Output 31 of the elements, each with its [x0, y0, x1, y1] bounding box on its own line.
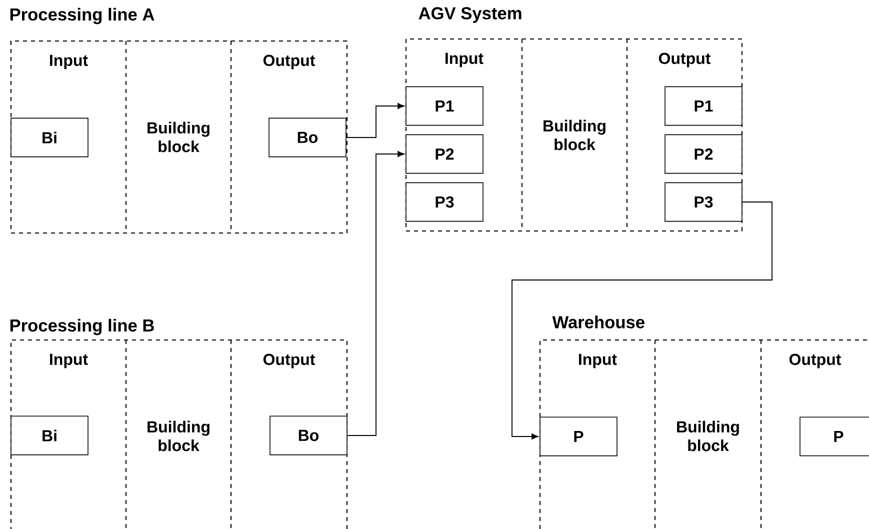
column-label: Building block	[148, 420, 210, 452]
column-header: Output	[658, 52, 711, 68]
port-box: P3	[406, 182, 484, 222]
port-box: P1	[664, 86, 742, 126]
arrow	[512, 202, 772, 440]
port-box: Bo	[268, 118, 346, 158]
port-box: Bo	[270, 416, 348, 456]
port-box: P	[540, 416, 618, 456]
port-box: P	[800, 416, 869, 456]
arrow	[346, 151, 404, 436]
box-title: Warehouse	[552, 316, 644, 328]
port-box: Bi	[10, 416, 88, 456]
box-title: AGV System	[418, 7, 522, 23]
column-header: Output	[263, 54, 316, 70]
column-label: Building block	[148, 122, 210, 152]
column-header: Input	[579, 354, 617, 368]
port-box: P2	[664, 134, 742, 174]
port-box: P1	[406, 86, 484, 126]
column-header: Input	[50, 54, 88, 70]
column-header: Output	[789, 354, 841, 368]
arrow	[346, 103, 404, 138]
column-header: Output	[263, 354, 316, 368]
column-label: Building block	[677, 420, 739, 452]
port-box: Bi	[10, 118, 88, 158]
port-box: P3	[664, 182, 742, 222]
column-header: Input	[50, 354, 88, 368]
box-title: Processing line A	[10, 8, 154, 24]
column-label: Building block	[544, 120, 606, 150]
column-header: Input	[446, 52, 484, 68]
box-title: Processing line B	[10, 318, 154, 336]
port-box: P2	[406, 134, 484, 174]
